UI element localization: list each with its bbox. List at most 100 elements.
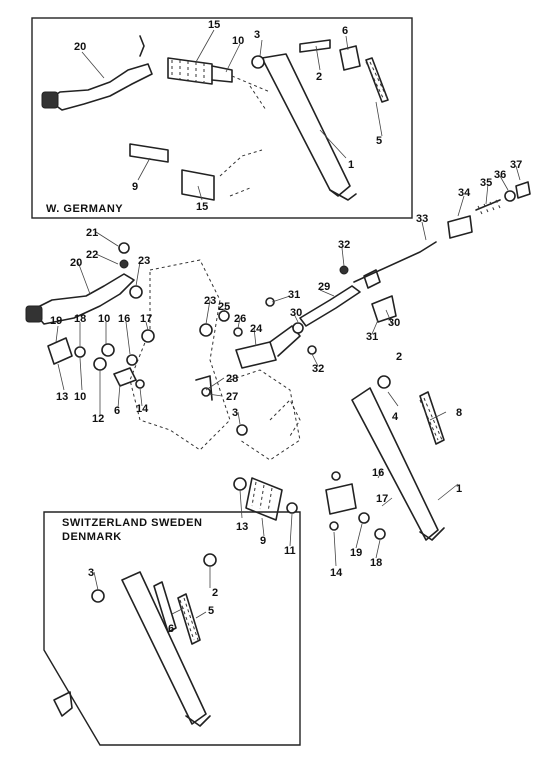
footrest-spring-10: [74, 346, 86, 358]
shift-pedal-main: [31, 273, 135, 325]
callout-16-left: 16: [118, 313, 130, 325]
callout-9-top: 9: [132, 181, 138, 193]
footrest-washer-11: [286, 502, 298, 514]
callout-51: 31: [366, 331, 378, 343]
callout-13-right: 13: [236, 521, 248, 533]
callout-1-top: 1: [348, 159, 354, 171]
sidestand-plate-nordic: [153, 581, 177, 633]
callout-24: 24: [250, 323, 263, 335]
callout-1-main: 1: [456, 483, 462, 495]
rear-spring-35: [475, 199, 501, 211]
sidestand-bolt-nordic: [203, 553, 217, 567]
callout-29: 29: [318, 281, 330, 293]
footrest-pin-germany: [129, 143, 169, 163]
callout-15-top: 15: [208, 19, 220, 31]
callout-3-main: 3: [232, 407, 238, 419]
footrest-bolt-16: [141, 329, 155, 343]
callout-5-top: 5: [376, 135, 382, 147]
footrest-washer-19: [101, 343, 115, 357]
callout-15-lower: 15: [196, 201, 208, 213]
callout-28: 28: [226, 373, 238, 385]
callout-50: 30: [388, 317, 400, 329]
engine-case-outline: [129, 259, 231, 451]
footrest-pin-12: [93, 357, 107, 371]
callout-32-top: 32: [338, 239, 350, 251]
callout-10-top: 10: [232, 35, 244, 47]
sidestand-main: [351, 387, 439, 541]
callout-6-left: 6: [114, 405, 120, 417]
nordic-inset-label-1: SWITZERLAND SWEDEN: [62, 517, 202, 529]
rod-end-30: [292, 322, 304, 334]
callout-14-left: 14: [136, 403, 149, 415]
callout-2-main: 2: [396, 351, 402, 363]
footrest-9-ribs: [251, 481, 273, 513]
callout-6-nordic: 6: [168, 623, 174, 635]
footrest-bolt-18: [374, 528, 386, 540]
sidestand-foot-nordic: [185, 715, 211, 727]
sidestand-nut-germany: [251, 55, 265, 69]
shift-rod-29: [299, 285, 361, 327]
callout-20-top: 20: [74, 41, 86, 53]
rod-nut-32b: [307, 345, 317, 355]
callout-9-right: 9: [260, 535, 266, 547]
linkage-seal-23b: [199, 323, 213, 337]
callout-26: 26: [234, 313, 246, 325]
footrest-nut-14: [135, 379, 145, 389]
sidestand-spring-nordic: [177, 593, 201, 645]
footrest-washer-19b: [358, 512, 370, 524]
callout-34: 34: [458, 187, 471, 199]
callout-3-nordic: 3: [88, 567, 94, 579]
footrest-9: [245, 477, 283, 521]
callout-17-right: 17: [376, 493, 388, 505]
rod-nut-32: [339, 265, 349, 275]
shift-bolt-germany: [139, 35, 145, 57]
callout-31: 31: [288, 289, 300, 301]
rod-clip-51: [371, 295, 397, 323]
callout-4-main: 4: [392, 411, 399, 423]
sidestand-germany: [261, 53, 351, 197]
sidestand-nut-nordic: [91, 589, 105, 603]
footrest-rib-germany: [171, 60, 205, 82]
footrest-bracket-germany: [231, 75, 271, 111]
germany-inset-frame: [31, 17, 413, 219]
footrest-nut-3: [236, 424, 248, 436]
footrest-lower-germany: [181, 169, 215, 201]
sidestand-foot-germany: [329, 189, 357, 201]
linkage-clip-26: [233, 327, 243, 337]
callout-12-left: 12: [92, 413, 104, 425]
engine-case-rear-outline: [229, 369, 301, 461]
linkage-pin-27: [201, 387, 211, 397]
footrest-rubber-13: [47, 337, 73, 365]
footrest-bracket-6: [113, 367, 137, 387]
callout-17-left: 17: [140, 313, 152, 325]
shift-bolt-21: [118, 242, 130, 254]
rear-rod-joint: [363, 269, 381, 289]
sidestand-bolt-germany: [299, 39, 331, 53]
callout-23b: 23: [204, 295, 216, 307]
callout-35: 35: [480, 177, 492, 189]
sidestand-spring-germany: [365, 57, 389, 103]
callout-18-left: 18: [74, 313, 86, 325]
shift-washer-22: [119, 259, 129, 269]
sidestand-spring-8: [419, 391, 445, 445]
callout-5-nordic: 5: [208, 605, 214, 617]
callout-16-right: 16: [372, 467, 384, 479]
sidestand-bolt-2: [377, 375, 391, 389]
callout-25: 25: [218, 301, 230, 313]
nordic-inset-label-2: DENMARK: [62, 531, 122, 543]
footrest-bolt-right: [331, 471, 341, 481]
shift-pedal-germany: [47, 63, 153, 111]
callout-21: 21: [86, 227, 98, 239]
sidestand-spring-coil-nordic: [179, 597, 199, 641]
callout-11-right: 11: [284, 545, 296, 557]
linkage-lever-28: [195, 375, 213, 401]
sidestand-foot-main: [419, 527, 445, 541]
callout-13-left: 13: [56, 391, 68, 403]
callout-33: 33: [416, 213, 428, 225]
sidestand-spring-coil-germany: [365, 61, 389, 101]
rear-bolt-36: [504, 190, 516, 202]
callout-22: 22: [86, 249, 98, 261]
shift-seal-23: [129, 285, 143, 299]
germany-inset-label: W. GERMANY: [46, 203, 123, 215]
